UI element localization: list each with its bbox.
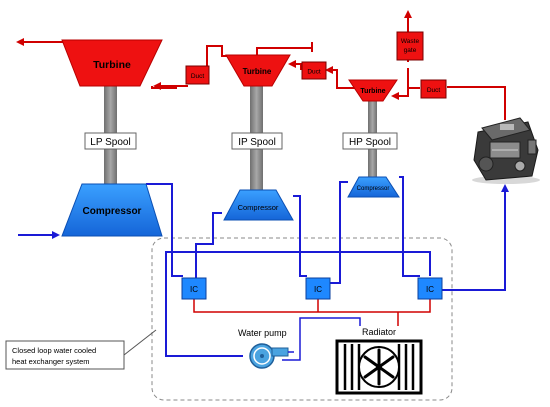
hp-compressor-label: Compressor xyxy=(357,186,390,192)
lp-duct: Duct xyxy=(185,65,210,85)
hp-spool-label: HP Spool xyxy=(349,137,391,148)
lp-spool: LP Spool xyxy=(84,132,137,150)
coolant-lines xyxy=(193,298,431,326)
ip-duct: Duct xyxy=(301,61,327,80)
radiator-label: Radiator xyxy=(362,327,396,337)
ip-turbine: Turbine xyxy=(225,54,291,87)
callout-line1: Closed loop water cooled xyxy=(12,346,96,355)
hp-turbine-label: Turbine xyxy=(360,88,385,95)
radiator: Radiator xyxy=(335,327,423,395)
hp-duct-label: Duct xyxy=(427,87,441,94)
pump-to-radiator-line xyxy=(282,317,361,361)
callout-line2: heat exchanger system xyxy=(12,357,90,366)
water-pump: Water pump xyxy=(238,317,361,369)
ip-intercooler: IC xyxy=(305,277,331,300)
ip-intercooler-label: IC xyxy=(314,285,322,294)
wastegate-label-line2: gate xyxy=(404,47,417,54)
radiator-icon xyxy=(335,339,423,395)
lp-turbine: Turbine xyxy=(61,39,163,87)
hp-intercooler-label: IC xyxy=(426,285,434,294)
hp-compressor: Compressor xyxy=(347,176,400,198)
cooling-callout: Closed loop water cooled heat exchanger … xyxy=(5,329,157,370)
lp-spool-label: LP Spool xyxy=(90,137,130,148)
ip-turbine-label: Turbine xyxy=(243,67,272,76)
water-pump-label: Water pump xyxy=(238,328,287,338)
hp-duct: Duct xyxy=(420,79,447,99)
hp-intercooler: IC xyxy=(417,277,443,300)
hp-turbine: Turbine xyxy=(348,79,398,102)
engine-image xyxy=(472,117,540,184)
ip-spool: IP Spool xyxy=(231,132,283,150)
ip-compressor-label: Compressor xyxy=(238,203,279,212)
air-flow xyxy=(18,176,509,357)
lp-intercooler: IC xyxy=(181,277,207,300)
ip-duct-label: Duct xyxy=(307,69,321,76)
lp-intercooler-label: IC xyxy=(190,285,198,294)
wastegate: Waste gate xyxy=(396,31,424,61)
lp-turbine-label: Turbine xyxy=(93,59,131,71)
exhaust-flow xyxy=(16,10,506,120)
lp-compressor: Compressor xyxy=(61,183,163,237)
lp-duct-label: Duct xyxy=(191,73,205,80)
hp-spool: HP Spool xyxy=(342,132,398,150)
ip-compressor: Compressor xyxy=(223,189,294,221)
ip-spool-label: IP Spool xyxy=(238,137,276,148)
wastegate-label-line1: Waste xyxy=(401,38,420,45)
lp-compressor-label: Compressor xyxy=(83,206,142,217)
water-pump-icon xyxy=(249,343,289,369)
cooling-system-boundary xyxy=(151,237,453,401)
